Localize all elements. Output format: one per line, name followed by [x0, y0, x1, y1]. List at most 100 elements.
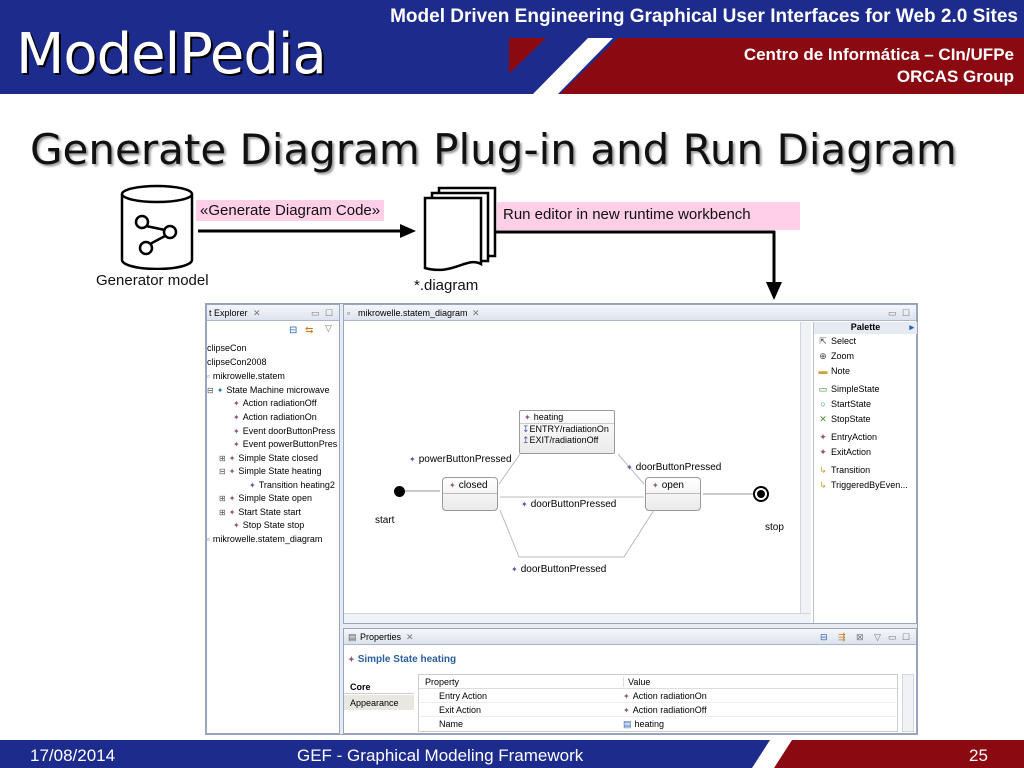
palette: Palette ▸ ⇱Select ⊕Zoom ▬Note ▭SimpleSta…: [813, 322, 917, 623]
palette-transition[interactable]: ↳Transition: [819, 465, 871, 475]
header-title: Model Driven Engineering Graphical User …: [390, 6, 1018, 27]
transition-lines: [399, 453, 756, 558]
tree-item[interactable]: ▫mikrowelle.statem: [207, 371, 285, 381]
collapse-all-icon[interactable]: ⊟: [289, 325, 298, 336]
expand-icon[interactable]: ⊞: [219, 508, 226, 517]
transition-icon: ✦: [511, 565, 518, 574]
transition-label[interactable]: ✦doorButtonPressed: [626, 462, 722, 473]
transition-label[interactable]: ✦doorButtonPressed: [521, 499, 617, 510]
maximize-icon[interactable]: ☐: [902, 308, 911, 318]
maximize-icon[interactable]: ☐: [325, 308, 334, 318]
generator-model-label: Generator model: [96, 272, 209, 289]
palette-stop-state[interactable]: ✕StopState: [819, 414, 871, 424]
generate-diagram-code-label: «Generate Diagram Code»: [196, 200, 385, 221]
expand-icon[interactable]: ⊟: [207, 386, 214, 395]
transition-label[interactable]: ✦powerButtonPressed: [409, 454, 512, 465]
tree-item[interactable]: ⊞✦Start State start: [219, 507, 301, 517]
properties-tabbar: ▤ Properties ✕ ⊟ ⇶ ⊠ ▽ ▭ ☐: [344, 629, 916, 645]
filter-icon[interactable]: ⇶: [838, 632, 846, 642]
diagram-canvas[interactable]: ✦heating ↧ENTRY/radiationOn ↥EXIT/radiat…: [344, 322, 799, 614]
tree-item[interactable]: ⊟✦Simple State heating: [219, 466, 322, 476]
maximize-icon[interactable]: ☐: [902, 632, 911, 642]
properties-tab[interactable]: Properties: [360, 632, 402, 642]
state-open[interactable]: ✦open: [645, 477, 701, 511]
tree-item[interactable]: clipseCon2008: [207, 357, 267, 367]
slide-title: Generate Diagram Plug-in and Run Diagram: [30, 125, 957, 174]
palette-collapse-icon[interactable]: ▸: [909, 322, 914, 332]
tree-item[interactable]: ⊞✦Simple State open: [219, 493, 312, 503]
tree-item[interactable]: ✦Transition heating2: [249, 480, 335, 490]
palette-zoom[interactable]: ⊕Zoom: [819, 351, 855, 361]
column-property[interactable]: Property: [425, 677, 460, 687]
stop-label: stop: [765, 522, 784, 533]
tree-item[interactable]: ✦Action radiationOff: [233, 398, 317, 408]
properties-side-tab-appearance[interactable]: Appearance: [344, 695, 414, 710]
palette-triggered-by[interactable]: ↳TriggeredByEven...: [819, 480, 908, 490]
footer-red-band: [772, 740, 1024, 768]
tree-item[interactable]: ⊞✦Simple State closed: [219, 453, 318, 463]
palette-simple-state[interactable]: ▭SimpleState: [818, 384, 880, 394]
close-icon[interactable]: ✕: [253, 308, 261, 318]
diagram-files-icon: [423, 186, 497, 272]
expand-icon[interactable]: ⊞: [219, 494, 226, 503]
close-icon[interactable]: ✕: [406, 632, 414, 642]
vertical-scrollbar[interactable]: [800, 322, 811, 614]
diagram-file-icon: ▫: [207, 535, 210, 544]
action-icon: ✦: [623, 706, 630, 715]
tree-item[interactable]: ✦Event doorButtonPress: [233, 426, 336, 436]
state-icon: ✦: [228, 494, 236, 503]
state-closed-name: closed: [458, 480, 488, 491]
view-menu-icon[interactable]: ▽: [325, 323, 332, 333]
modelpedia-logo: ModelPedia: [16, 22, 327, 87]
tree-item[interactable]: ⊟✦State Machine microwave: [207, 385, 330, 395]
palette-entry-action[interactable]: ✦EntryAction: [819, 432, 878, 442]
restore-icon[interactable]: ⊠: [856, 632, 864, 642]
palette-exit-action[interactable]: ✦ExitAction: [819, 447, 872, 457]
generate-arrow: [198, 224, 416, 238]
minimize-icon[interactable]: ▭: [888, 308, 897, 318]
state-open-name: open: [661, 480, 684, 491]
properties-icon: ▤: [348, 632, 357, 642]
transition-icon: ✦: [521, 500, 528, 509]
minimize-icon[interactable]: ▭: [888, 632, 897, 642]
link-editor-icon[interactable]: ⇆: [305, 325, 314, 336]
explorer-tab[interactable]: t Explorer: [209, 308, 248, 318]
stop-state-node[interactable]: [753, 486, 769, 502]
zoom-icon: ⊕: [819, 351, 827, 361]
header-subtitle: Centro de Informática – CIn/UFPe ORCAS G…: [744, 44, 1014, 88]
transition-label[interactable]: ✦doorButtonPressed: [511, 564, 607, 575]
horizontal-scrollbar[interactable]: [344, 613, 811, 623]
header-subtitle-line2: ORCAS Group: [896, 67, 1014, 86]
properties-heading: ✦Simple State heating: [348, 654, 457, 665]
tree-item[interactable]: ✦Action radiationOn: [233, 412, 317, 422]
tree-item[interactable]: ▫mikrowelle.statem_diagram: [207, 534, 323, 544]
properties-table-header: Property Value: [419, 675, 899, 689]
editor-tab[interactable]: mikrowelle.statem_diagram: [358, 308, 468, 318]
view-menu-icon[interactable]: ▽: [874, 632, 881, 642]
column-value[interactable]: Value: [623, 677, 650, 687]
expand-icon[interactable]: ⊟: [219, 467, 226, 476]
palette-select[interactable]: ⇱Select: [819, 336, 857, 346]
palette-note[interactable]: ▬Note: [818, 366, 851, 376]
table-row[interactable]: Exit Action ✦Action radiationOff: [419, 704, 899, 717]
start-state-node[interactable]: [394, 486, 405, 497]
categories-icon[interactable]: ⊟: [820, 632, 828, 642]
exit-action-label: EXIT/radiationOff: [529, 435, 599, 445]
properties-scrollbar[interactable]: [902, 674, 914, 732]
state-heating[interactable]: ✦heating ↧ENTRY/radiationOn ↥EXIT/radiat…: [519, 410, 615, 454]
start-state-icon: ○: [820, 399, 826, 409]
tree-item[interactable]: ✦Event powerButtonPres: [233, 439, 338, 449]
event-icon: ✦: [233, 427, 240, 436]
tree-item[interactable]: ✦Stop State stop: [233, 520, 305, 530]
minimize-icon[interactable]: ▭: [311, 308, 320, 318]
expand-icon[interactable]: ⊞: [219, 454, 226, 463]
table-row[interactable]: Name ▤heating: [439, 719, 665, 729]
palette-header: Palette ▸: [814, 322, 917, 334]
explorer-tabbar: t Explorer ✕ ▭ ☐: [207, 305, 339, 321]
close-icon[interactable]: ✕: [472, 308, 480, 318]
table-row[interactable]: Entry Action ✦Action radiationOn: [419, 690, 899, 703]
properties-side-tab-core[interactable]: Core: [344, 679, 414, 694]
state-closed[interactable]: ✦closed: [442, 477, 498, 511]
tree-item[interactable]: clipseCon: [207, 343, 247, 353]
palette-start-state[interactable]: ○StartState: [818, 399, 871, 409]
